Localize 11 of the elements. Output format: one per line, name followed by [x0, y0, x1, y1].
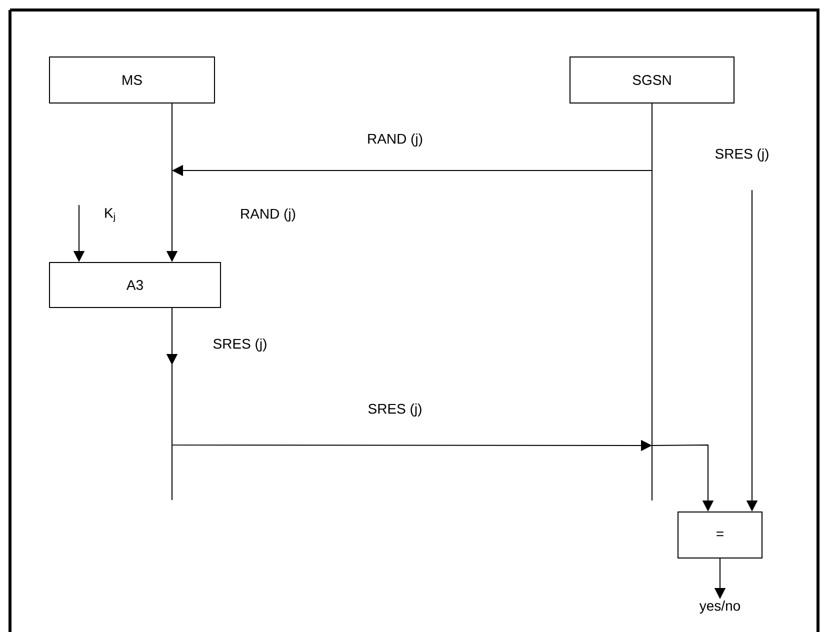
edge-label: K$_{j}$	[103, 207, 117, 223]
process-box: MS	[49, 56, 215, 104]
edge-label: RAND (j)	[366, 132, 424, 148]
edge-label: SRES (j)	[714, 147, 770, 163]
signal-label: SRES (j)	[212, 337, 268, 353]
process-box: =	[678, 512, 762, 558]
edge-label: RAND (j)	[239, 207, 297, 223]
process-box: SGSN	[570, 56, 734, 104]
result-text: yes/no	[699, 600, 740, 614]
edge-label: SRES (j)	[366, 402, 424, 418]
process-box: A3	[49, 262, 221, 308]
